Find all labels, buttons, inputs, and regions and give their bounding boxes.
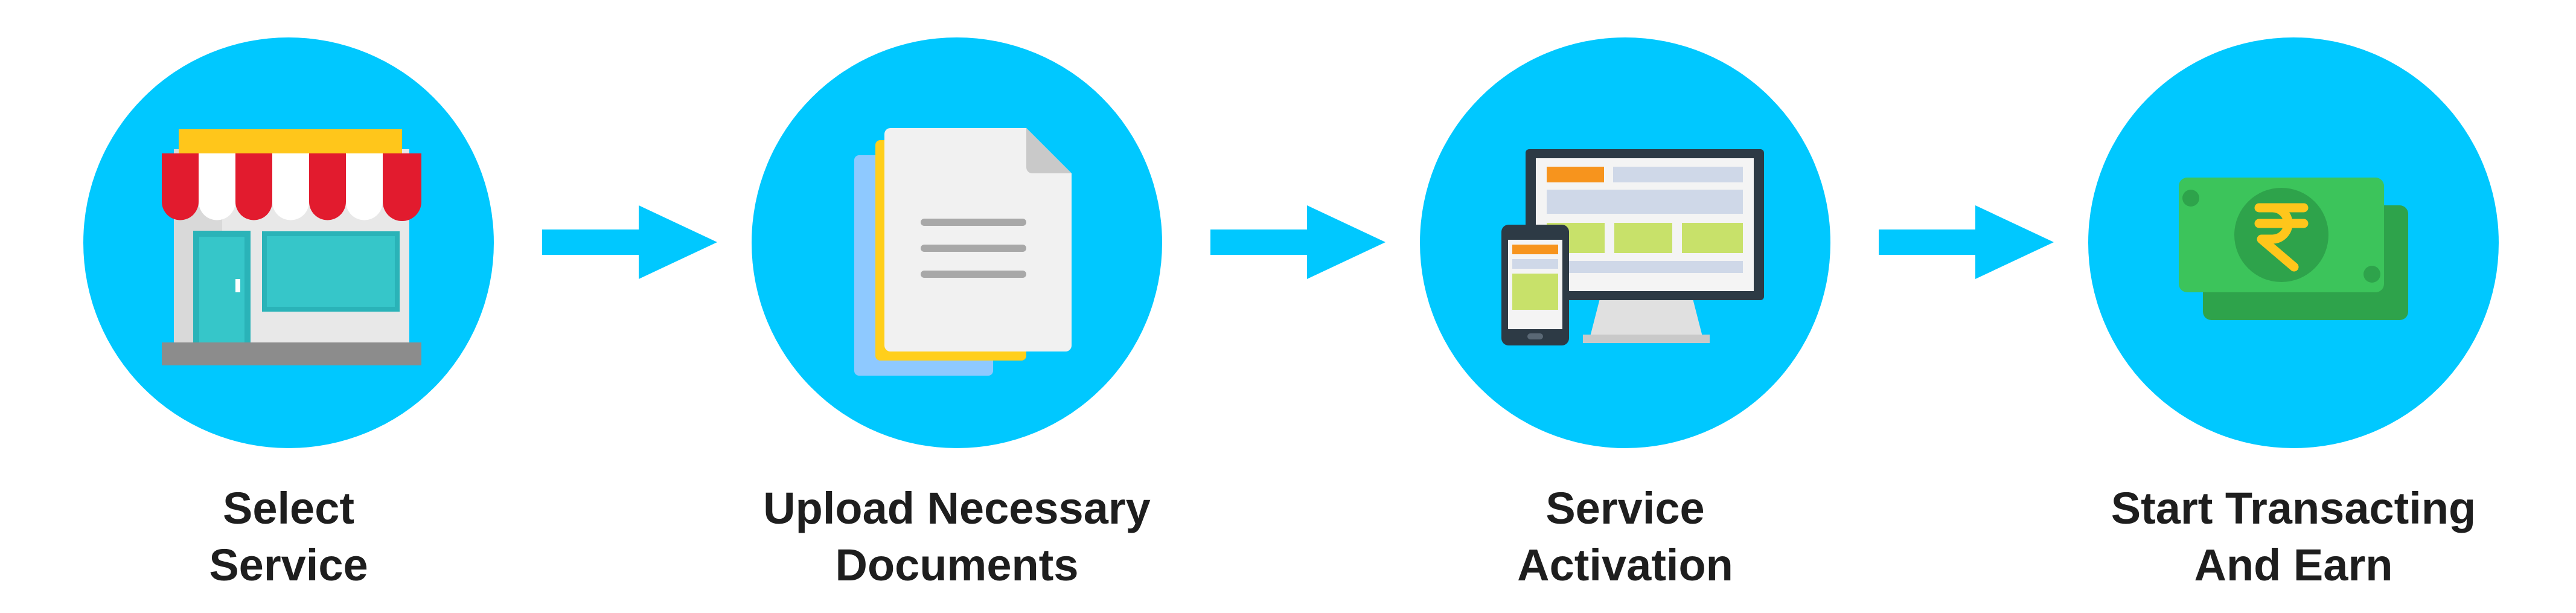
step-label: Start Transacting And Earn (2016, 480, 2571, 594)
step-label: Select Service (11, 480, 566, 594)
arrow-right-icon (1210, 205, 1385, 279)
step-circle (752, 37, 1162, 448)
devices-icon (1501, 149, 1764, 345)
step-label-line1: Start Transacting (2111, 483, 2476, 533)
step-label-line2: Service (209, 540, 368, 590)
documents-icon (854, 128, 1072, 376)
step-start-transacting: Start Transacting And Earn (2088, 0, 2499, 613)
step-label-line1: Select (222, 483, 355, 533)
step-select-service: Select Service (83, 0, 494, 613)
step-circle (1420, 37, 1830, 448)
step-circle (83, 37, 494, 448)
step-label-line2: And Earn (2194, 540, 2393, 590)
step-service-activation: Service Activation (1420, 0, 1830, 613)
step-label-line2: Documents (835, 540, 1079, 590)
rupee-money-icon (2179, 178, 2408, 320)
step-circle (2088, 37, 2499, 448)
step-label: Upload Necessary Documents (679, 480, 1235, 594)
step-label-line1: Upload Necessary (763, 483, 1151, 533)
arrow-right-icon (1879, 205, 2054, 279)
step-label: Service Activation (1347, 480, 1903, 594)
step-label-line1: Service (1545, 483, 1705, 533)
step-label-line2: Activation (1517, 540, 1733, 590)
shop-icon (162, 129, 421, 365)
step-upload-documents: Upload Necessary Documents (752, 0, 1162, 613)
arrow-right-icon (542, 205, 717, 279)
